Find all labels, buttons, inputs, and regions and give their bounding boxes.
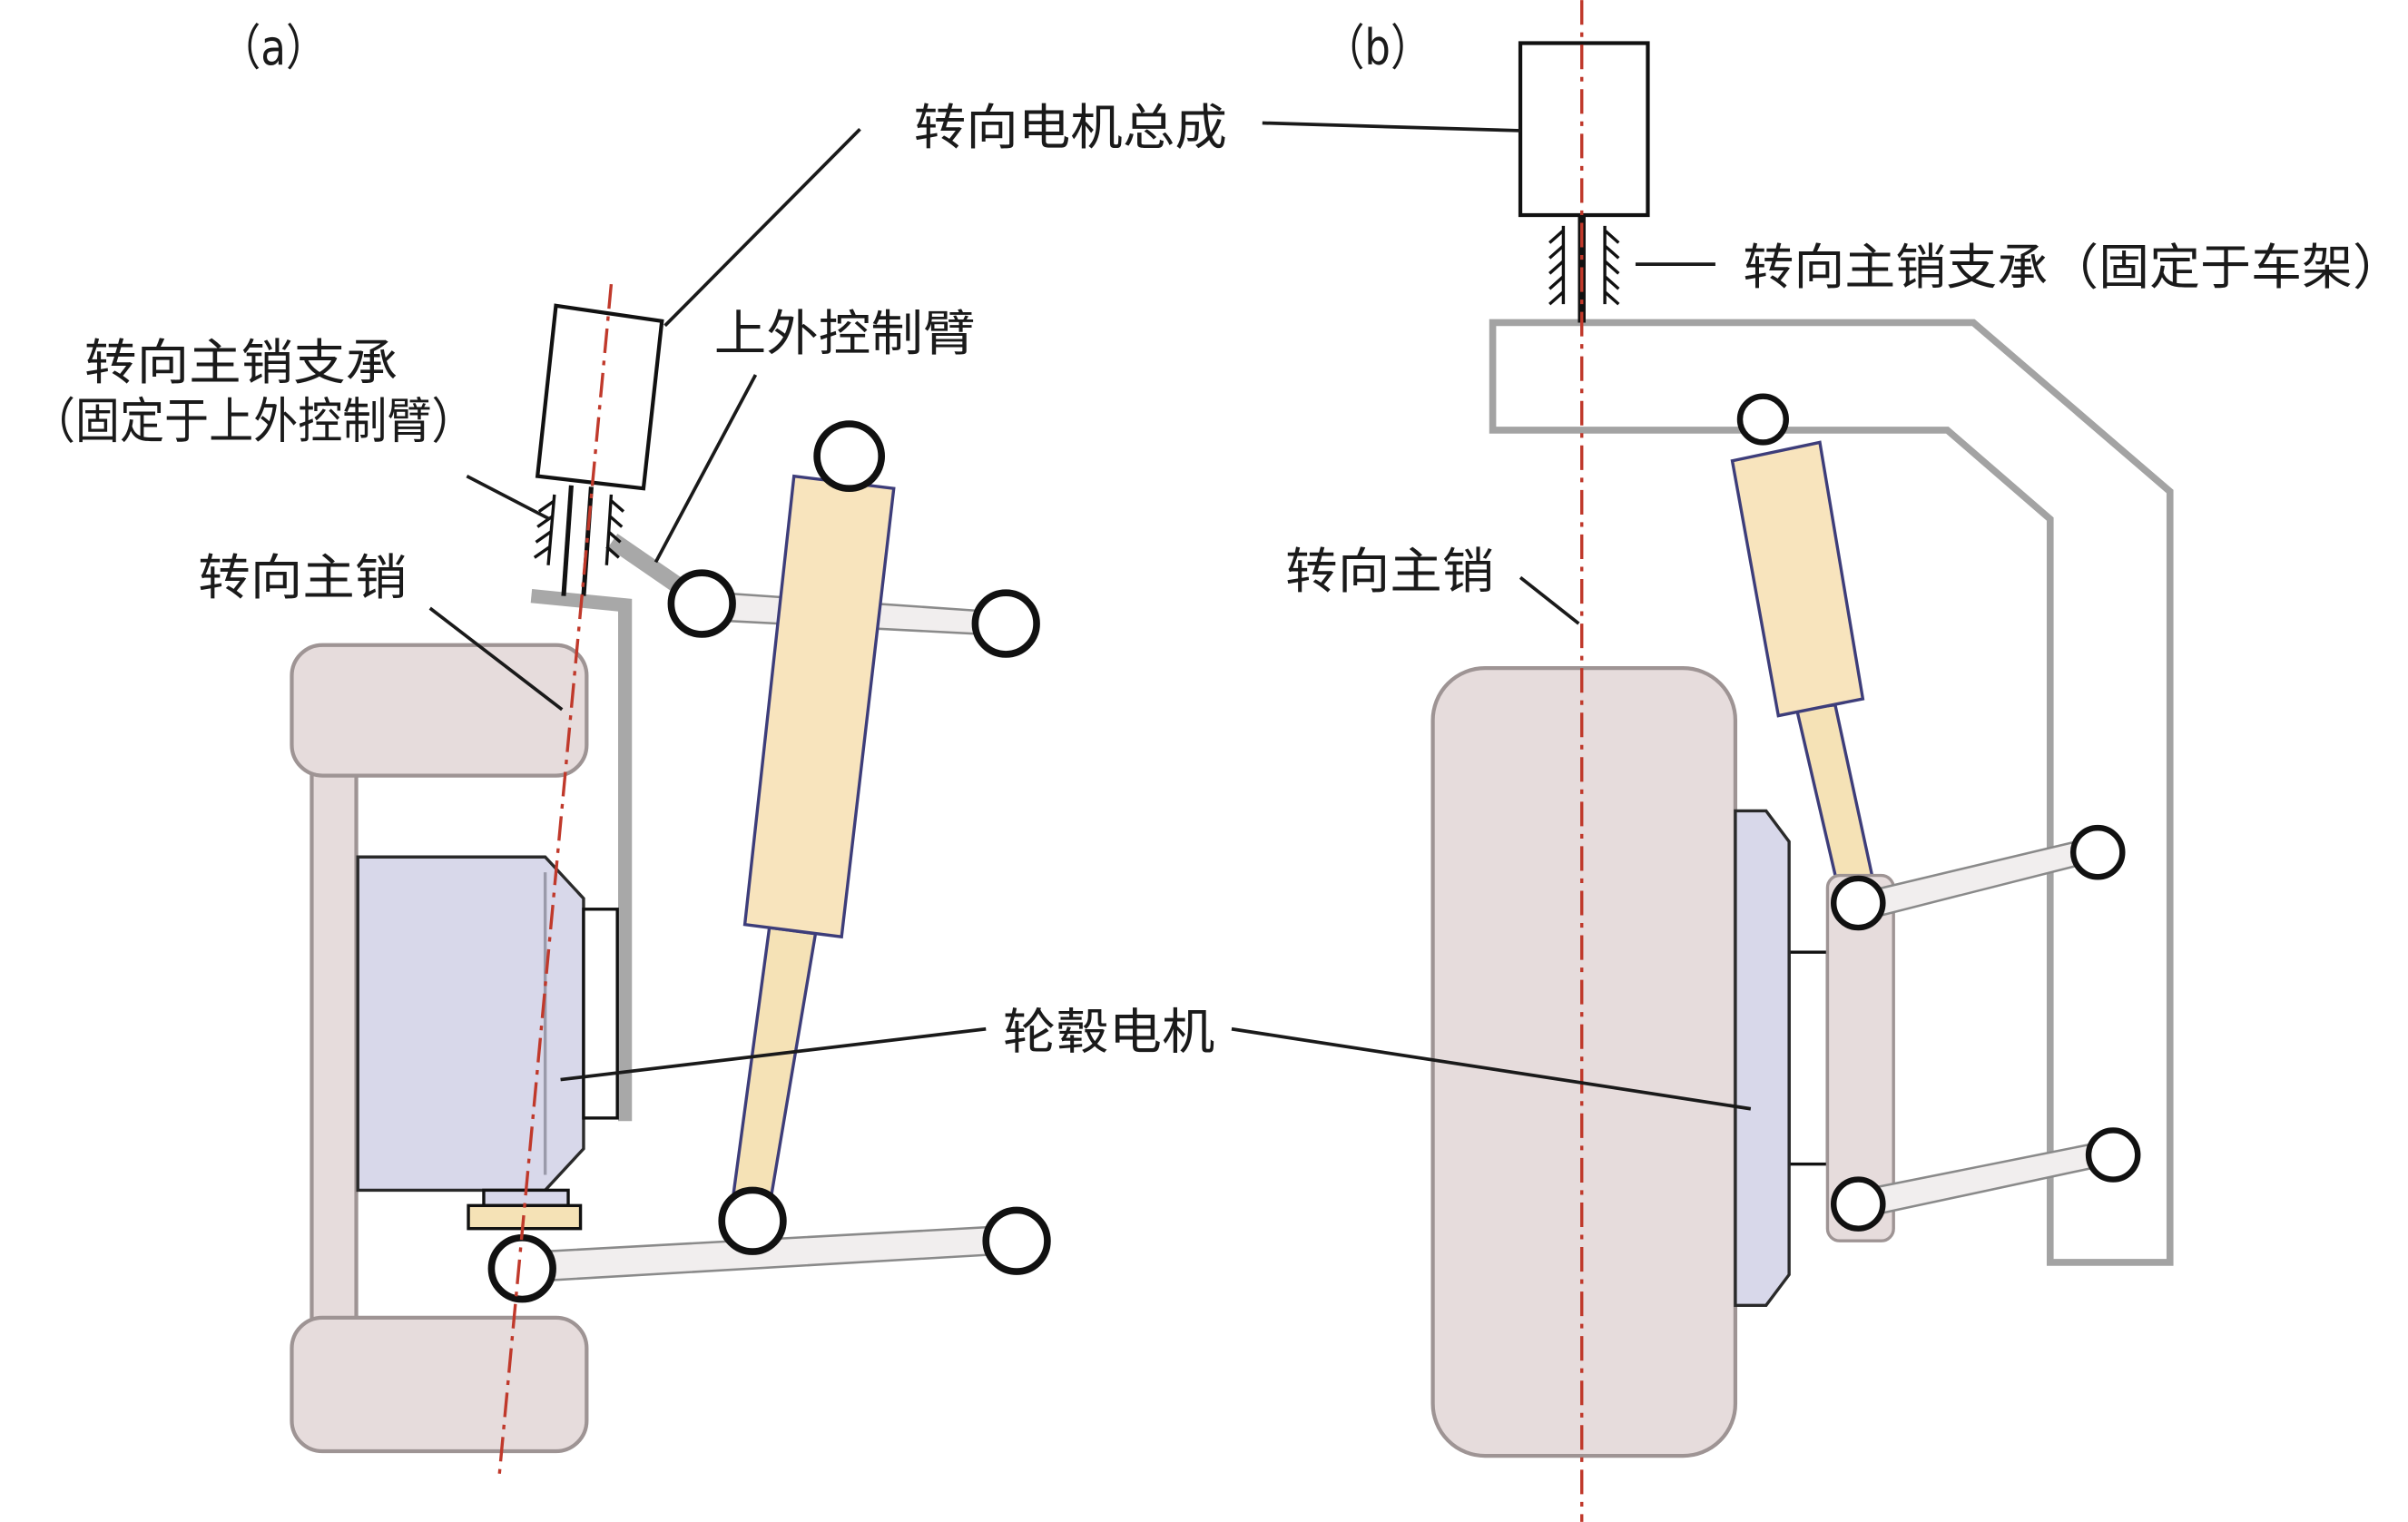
tire-a-upper-block bbox=[290, 643, 589, 778]
leader-steering-motor-a bbox=[663, 127, 861, 328]
hub-motor-a bbox=[356, 855, 619, 1231]
bearing-b-left-hatch bbox=[1548, 225, 1566, 306]
shock-a-body bbox=[742, 474, 896, 939]
knuckle-a bbox=[530, 589, 633, 1122]
leader-kingpin-a bbox=[428, 606, 564, 712]
upper-arm-b-outer-joint bbox=[1830, 875, 1886, 931]
label-kingpin-bearing-a-line2: （固定于上外控制臂） bbox=[31, 392, 477, 449]
tire-a-left-strip bbox=[310, 765, 359, 1331]
label-kingpin-a: 转向主销 bbox=[198, 549, 407, 606]
shock-absorber-b bbox=[1730, 440, 1874, 884]
kingpin-bearing-a bbox=[533, 485, 625, 596]
leader-hub-motor-b bbox=[1231, 1026, 1752, 1111]
lower-arm-a-outer-joint bbox=[487, 1234, 556, 1303]
hub-motor-b bbox=[1734, 809, 1830, 1307]
label-kingpin-bearing-a-line1: 转向主销支承 bbox=[84, 334, 398, 391]
bearing-b-right-hatch bbox=[1603, 225, 1620, 306]
hub-motor-b-body bbox=[1734, 809, 1791, 1307]
leader-kingpin-b bbox=[1519, 575, 1580, 625]
tire-b bbox=[1430, 666, 1738, 1458]
knuckle-b bbox=[1825, 873, 1895, 1242]
shock-a-top-joint bbox=[813, 420, 885, 492]
shock-a-bottom-joint bbox=[718, 1186, 787, 1255]
label-kingpin-bearing-b: 转向主销支承（固定于车架） bbox=[1743, 239, 2403, 296]
upper-arm-a-inner-joint bbox=[971, 589, 1040, 658]
shock-b-top-joint bbox=[1736, 393, 1789, 446]
panel-a bbox=[290, 283, 1051, 1478]
label-steering-motor-assembly: 转向电机总成 bbox=[914, 99, 1227, 156]
upper-arm-a-outer-joint bbox=[667, 569, 736, 638]
panel-b-label: （b） bbox=[1323, 19, 1430, 76]
text-labels: （a） （b） 转向电机总成 转向主销支承 （固定于上外控制臂） 上外控制臂 转… bbox=[31, 19, 2403, 1061]
hub-motor-b-flange bbox=[1787, 950, 1830, 1166]
hub-motor-a-body bbox=[356, 855, 585, 1193]
bearing-a-right-hatch bbox=[604, 494, 625, 565]
upper-outer-control-arm-link bbox=[607, 534, 692, 599]
shock-b-rod bbox=[1794, 702, 1874, 884]
upper-arm-b-inner-joint bbox=[2069, 824, 2126, 880]
panel-a-label: （a） bbox=[220, 19, 327, 76]
leader-upper-outer-arm bbox=[654, 374, 758, 564]
leader-hub-motor-a bbox=[560, 1026, 987, 1082]
shock-b-body bbox=[1730, 440, 1865, 718]
shock-absorber-a bbox=[731, 474, 896, 1209]
label-kingpin-b: 转向主销 bbox=[1285, 543, 1494, 600]
bearing-a-left-hatch bbox=[533, 494, 556, 565]
lower-arm-a-inner-joint bbox=[982, 1206, 1051, 1275]
lower-arm-b-outer-joint bbox=[1830, 1176, 1886, 1232]
label-upper-outer-control-arm: 上外控制臂 bbox=[714, 305, 976, 362]
lower-arm-b-inner-joint bbox=[2085, 1127, 2141, 1183]
kingpin-axis-a bbox=[497, 283, 614, 1478]
leader-steering-motor-b bbox=[1262, 121, 1521, 133]
tire-a-lower-block bbox=[290, 1315, 589, 1454]
shock-a-rod bbox=[731, 926, 818, 1209]
leader-kingpin-bearing-a bbox=[466, 474, 551, 521]
label-hub-motor: 轮毂电机 bbox=[1003, 1004, 1214, 1061]
steering-shaft-a-left bbox=[561, 485, 574, 596]
kingpin-bearing-b bbox=[1548, 215, 1620, 323]
hub-motor-a-flange bbox=[582, 908, 619, 1120]
tire-a bbox=[290, 643, 589, 1454]
leader-lines bbox=[428, 121, 1752, 1111]
panel-b bbox=[1430, 0, 2174, 1522]
steering-motor-b bbox=[1518, 41, 1650, 218]
